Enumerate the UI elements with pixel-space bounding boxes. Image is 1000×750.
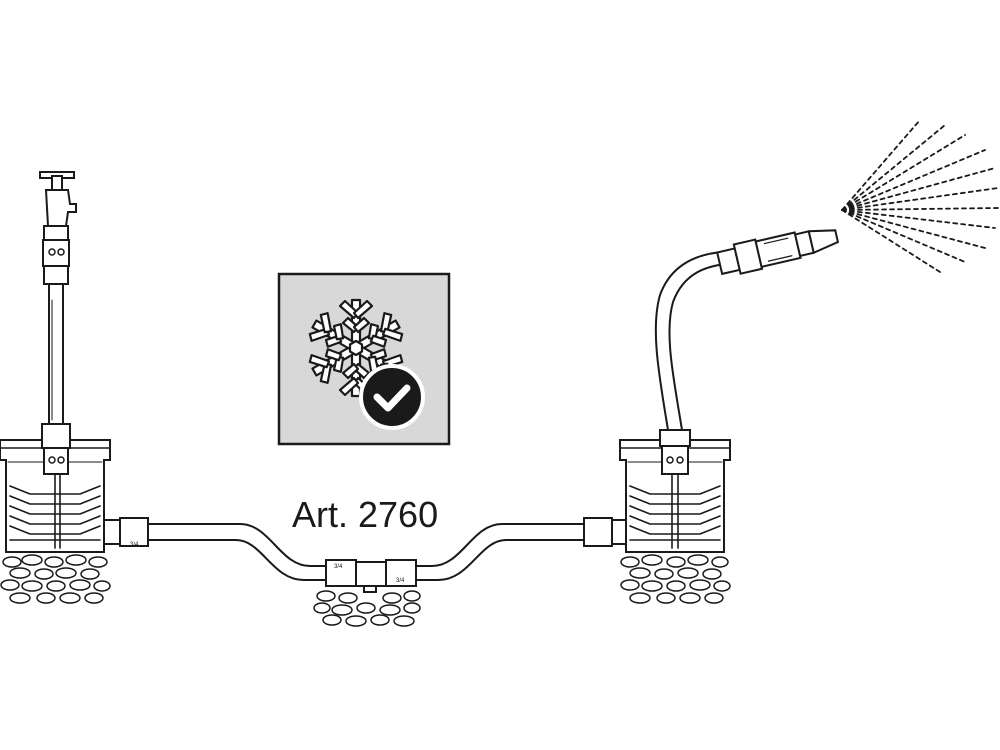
spray-nozzle bbox=[715, 229, 840, 276]
right-water-box bbox=[619, 429, 731, 604]
svg-text:3/4: 3/4 bbox=[396, 578, 405, 584]
article-label: Art. 2760 bbox=[292, 494, 438, 535]
garden-hose bbox=[654, 251, 727, 431]
checkmark-icon bbox=[359, 364, 425, 430]
left-tap-assembly bbox=[39, 171, 77, 425]
snowflake-icon bbox=[305, 298, 407, 398]
svg-text:3/4: 3/4 bbox=[130, 542, 139, 548]
water-spray bbox=[841, 119, 999, 273]
left-gravel bbox=[0, 554, 111, 604]
left-water-box bbox=[0, 423, 111, 604]
right-gravel bbox=[620, 554, 731, 604]
frost-proof-badge bbox=[277, 272, 451, 446]
connection-pipe: 3/4 3/4 3/4 bbox=[103, 517, 627, 627]
svg-text:3/4: 3/4 bbox=[334, 564, 343, 570]
center-gravel bbox=[313, 590, 421, 627]
